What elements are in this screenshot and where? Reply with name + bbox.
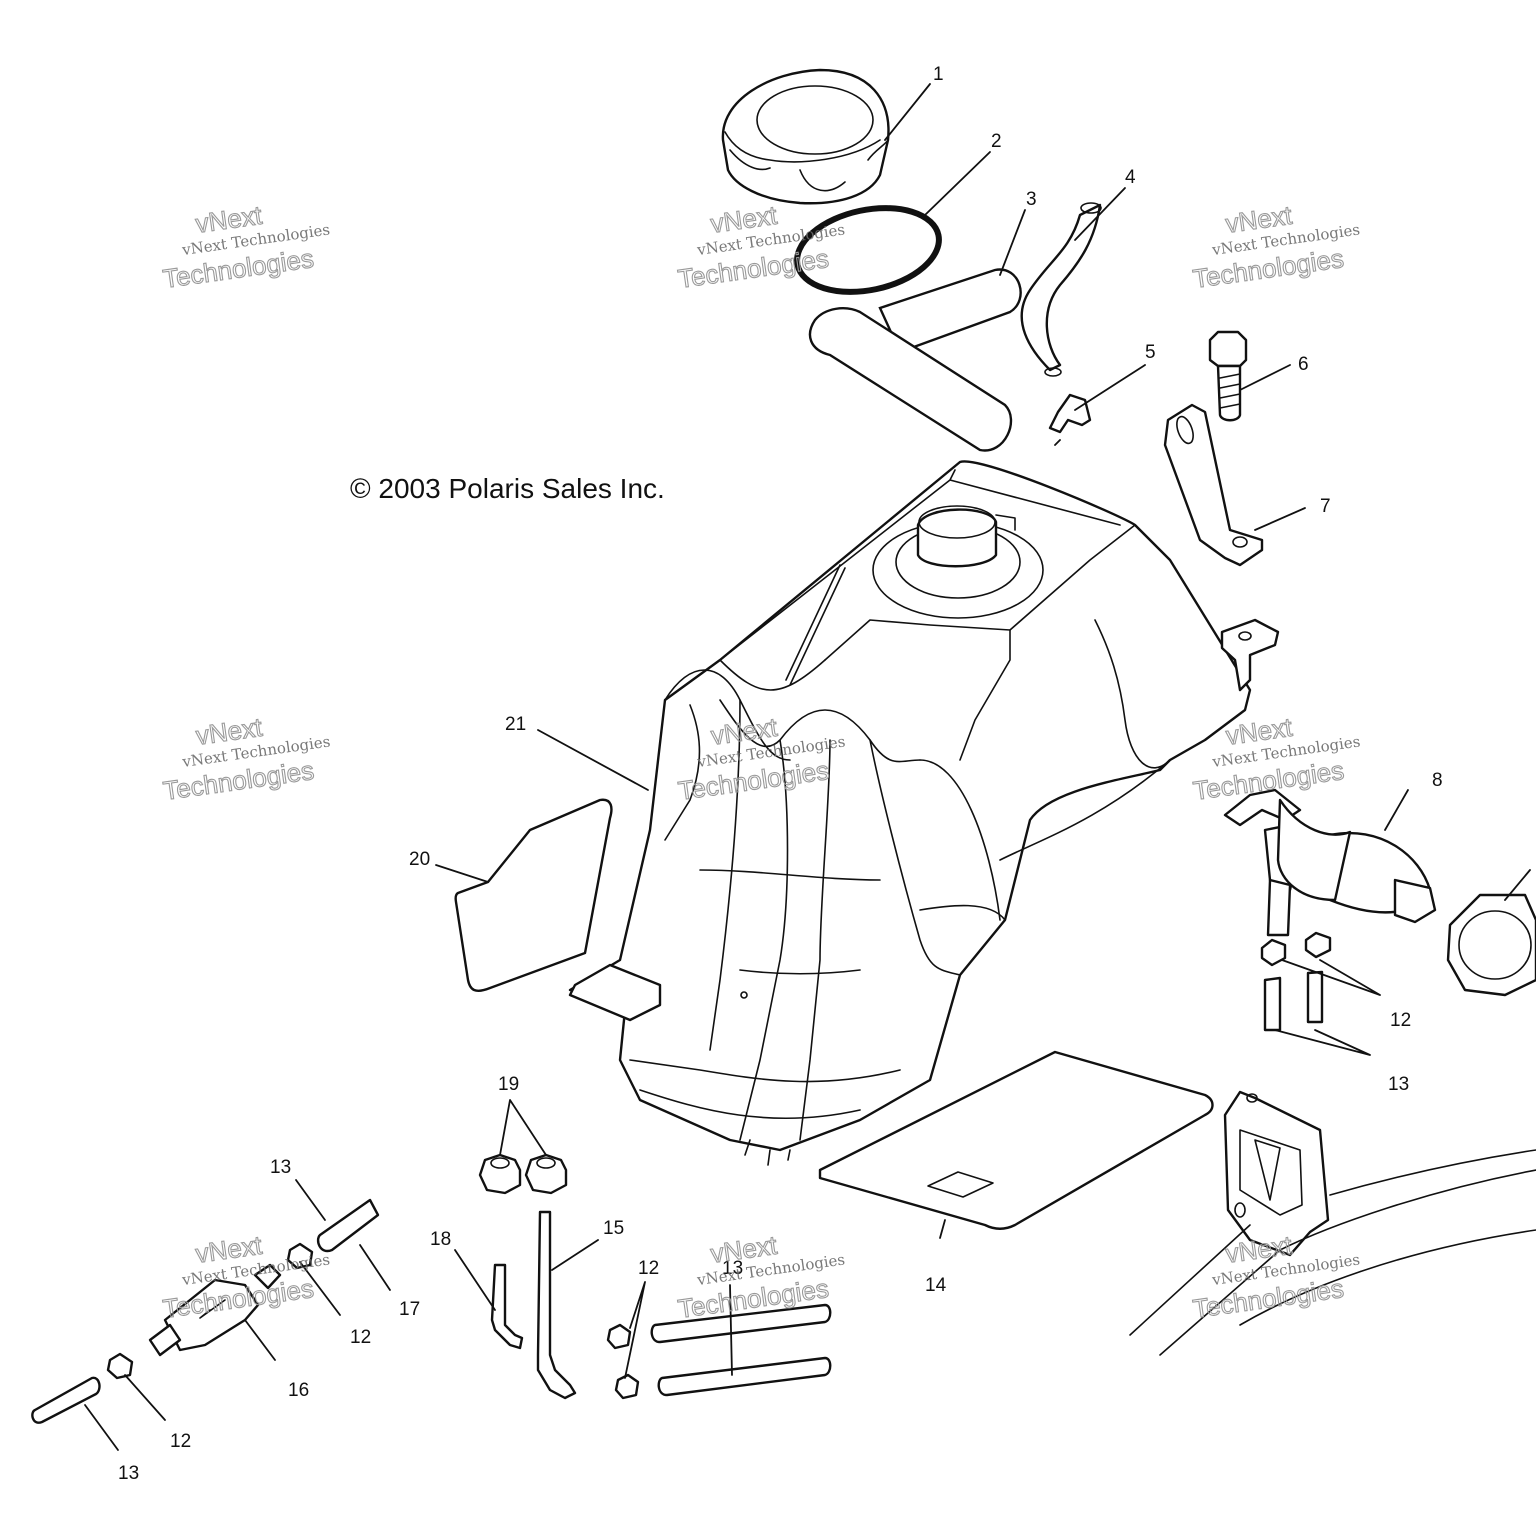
tank-bracket: [1163, 403, 1264, 567]
callout-16: 16: [288, 1380, 309, 1401]
decal: [454, 798, 613, 992]
callout-13-middle: 13: [722, 1258, 743, 1279]
watermark-middle-left: vNext vNext Technologies Technologies: [161, 711, 332, 806]
callout-6: 6: [1298, 354, 1309, 375]
callout-14: 14: [925, 1275, 947, 1296]
cap-gasket: [794, 205, 942, 295]
callout-17: 17: [399, 1299, 420, 1320]
callout-13-right: 13: [1388, 1074, 1409, 1095]
callout-13-bottom-left: 13: [118, 1463, 139, 1484]
hose-clamps-left: [106, 1242, 314, 1380]
fuel-tank: [568, 460, 1280, 1166]
grommets: [478, 1153, 568, 1195]
hose-clamps-right: [1260, 931, 1332, 967]
callout-2: 2: [991, 131, 1002, 152]
callout-21: 21: [505, 714, 526, 735]
watermark-top-left: vNext vNext Technologies Technologies: [161, 199, 332, 294]
callout-labels: 1 2 3 4 5 6 7 8 21 20 12 13 19 15 14 18 …: [118, 64, 1443, 1484]
fuel-filter: [148, 1263, 282, 1357]
callout-3: 3: [1026, 189, 1037, 210]
fuel-valve: [1223, 788, 1536, 997]
callout-13-top-left: 13: [270, 1157, 291, 1178]
frame-bracket: [1129, 1090, 1536, 1356]
fuel-lines-right: [1263, 970, 1324, 1032]
fuel-lines-middle: [650, 1303, 832, 1397]
foam-pad: [808, 268, 1022, 452]
watermark-bottom-right: vNext vNext Technologies Technologies: [1191, 1229, 1362, 1324]
watermark-top-center: vNext vNext Technologies Technologies: [676, 199, 847, 294]
callout-7: 7: [1320, 496, 1331, 517]
callout-4: 4: [1125, 167, 1136, 188]
vent-hose: [1020, 202, 1102, 377]
callout-15: 15: [603, 1218, 624, 1239]
watermark-top-right: vNext vNext Technologies Technologies: [1191, 199, 1362, 294]
copyright-notice: © 2003 Polaris Sales Inc.: [350, 473, 665, 504]
callout-1: 1: [933, 64, 944, 85]
hose-clamps-middle: [606, 1323, 640, 1400]
callout-12-left-upper: 12: [350, 1327, 371, 1348]
short-fitting: [490, 1263, 524, 1350]
callout-12-left-lower: 12: [170, 1431, 191, 1452]
callout-12-right: 12: [1390, 1010, 1411, 1031]
fuel-lines-left: [31, 1198, 380, 1424]
tank-pad: [818, 1050, 1214, 1230]
callout-19: 19: [498, 1074, 519, 1095]
callout-5: 5: [1145, 342, 1156, 363]
callout-8: 8: [1432, 770, 1443, 791]
mounting-bolt: [1208, 330, 1248, 422]
callout-18: 18: [430, 1229, 451, 1250]
fuel-cap: [721, 68, 890, 205]
long-fitting: [536, 1210, 577, 1400]
callout-20: 20: [409, 849, 430, 870]
callout-12-middle: 12: [638, 1258, 659, 1279]
vent-fitting: [1048, 393, 1092, 434]
leader-lines: [84, 83, 1531, 1451]
